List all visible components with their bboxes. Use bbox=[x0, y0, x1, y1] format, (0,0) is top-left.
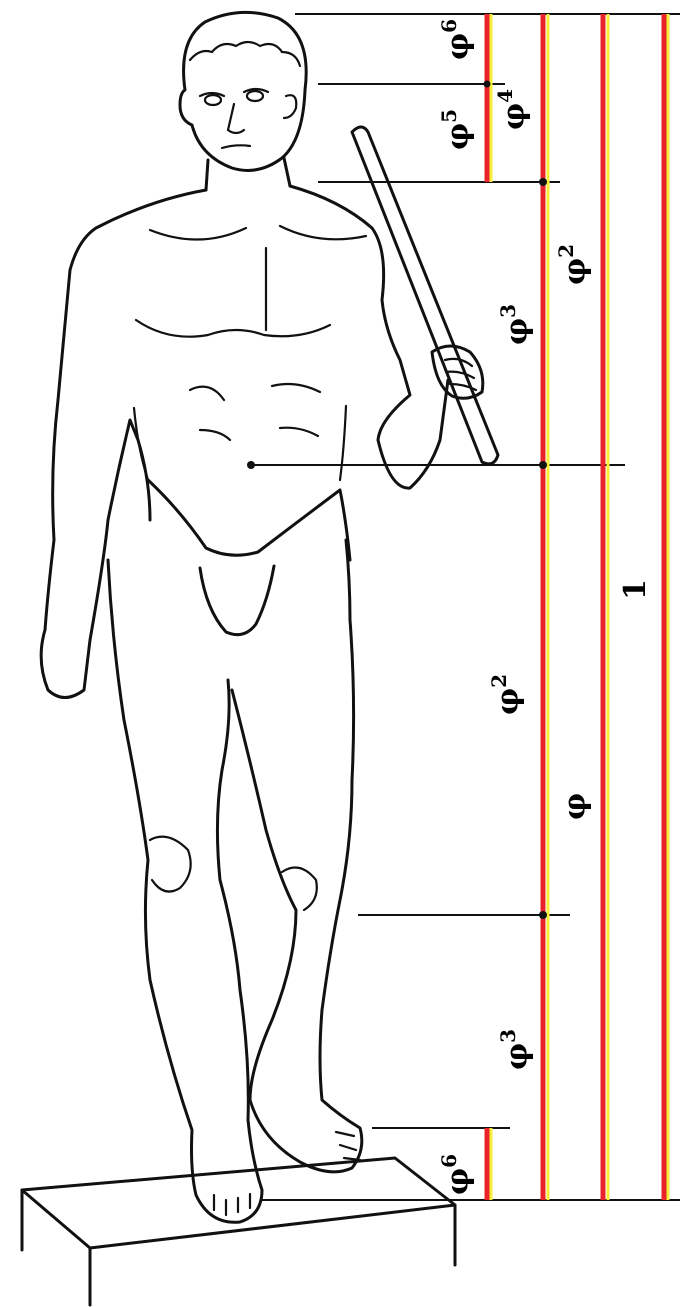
tick-dot bbox=[484, 81, 491, 88]
label-total: 1 bbox=[618, 579, 653, 600]
bar-phi5 bbox=[487, 84, 491, 182]
label-phi2-lower: φ2 bbox=[487, 674, 526, 715]
bar-phi-phi2 bbox=[603, 14, 608, 1200]
torso bbox=[41, 190, 206, 698]
leg-left bbox=[108, 560, 262, 1222]
plinth bbox=[22, 1158, 455, 1305]
tick-dot bbox=[539, 178, 547, 186]
label-phi2-upper: φ2 bbox=[554, 244, 593, 285]
guide-lines bbox=[250, 14, 680, 1200]
statue-figure bbox=[41, 12, 483, 1222]
label-phi5: φ5 bbox=[437, 109, 476, 150]
label-phi6-bottom: φ6 bbox=[437, 1154, 476, 1195]
staff bbox=[352, 127, 498, 464]
leg-right bbox=[232, 540, 362, 1172]
proportion-bars bbox=[484, 14, 669, 1200]
label-phi4: φ4 bbox=[493, 89, 532, 130]
bar-phi2-upper-phi3-phi2-lower bbox=[543, 14, 548, 1200]
tick-dot bbox=[539, 461, 547, 469]
bar-phi6-top bbox=[487, 14, 491, 84]
bar-phi6-bottom bbox=[487, 1128, 491, 1200]
label-phi: φ bbox=[558, 793, 593, 820]
label-phi3-lower: φ3 bbox=[496, 1029, 535, 1070]
label-phi6-top: φ6 bbox=[437, 19, 476, 60]
label-phi3-upper: φ3 bbox=[496, 304, 535, 345]
bar-total bbox=[664, 14, 668, 1200]
tick-dot bbox=[539, 911, 547, 919]
